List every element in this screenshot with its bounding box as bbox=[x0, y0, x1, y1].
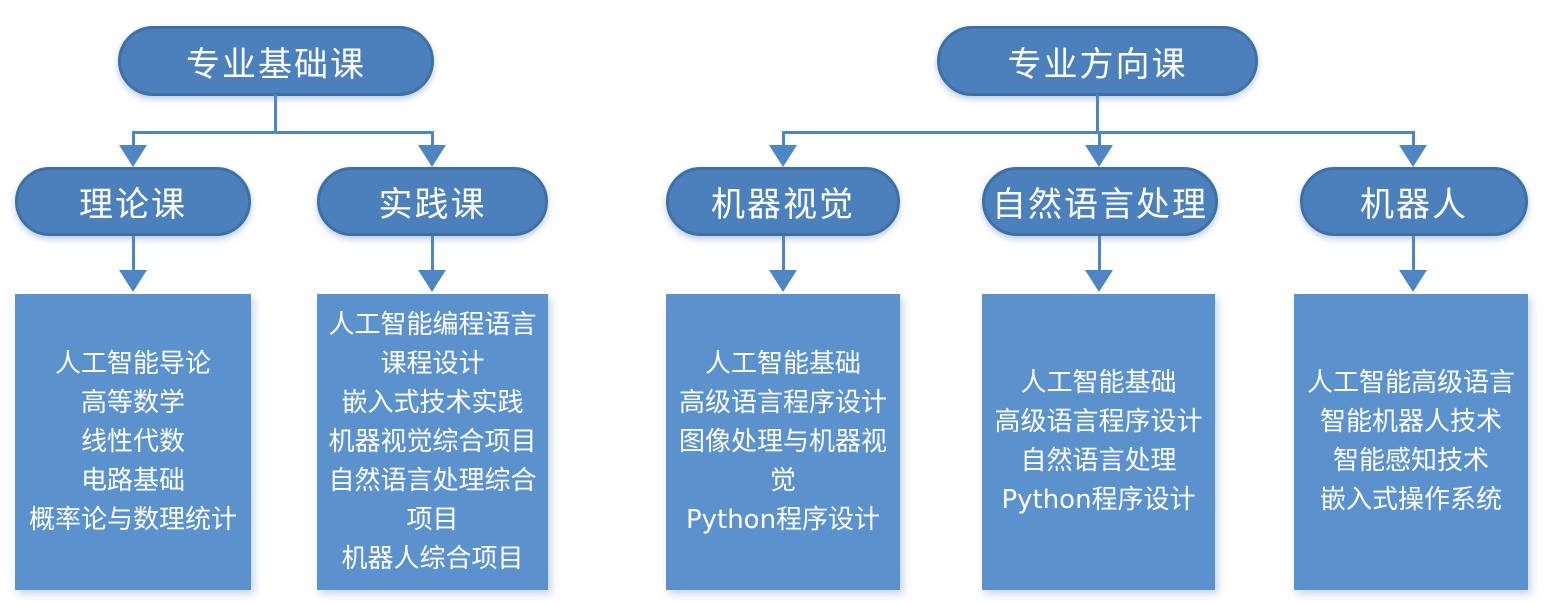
arrow-down-icon bbox=[1085, 270, 1113, 292]
course-line: 自然语言处理 bbox=[1020, 446, 1177, 476]
arrow-down-icon bbox=[418, 145, 446, 167]
course-line: 机器人综合项目 bbox=[341, 543, 524, 574]
branch-pill-machine-vision-label: 机器视觉 bbox=[711, 185, 855, 225]
arrow-down-icon bbox=[119, 270, 147, 292]
course-line: 人工智能基础 bbox=[1020, 368, 1177, 398]
course-line: 概率论与数理统计 bbox=[28, 504, 237, 535]
connector-vline bbox=[1412, 131, 1415, 148]
connector-vline bbox=[132, 131, 135, 148]
root-pill-direction-courses: 专业方向课 bbox=[937, 26, 1258, 96]
branch-pill-practice-label: 实践课 bbox=[378, 185, 487, 225]
branch-pill-machine-vision: 机器视觉 bbox=[666, 167, 900, 236]
course-line: 图像处理与机器视觉 bbox=[678, 426, 887, 496]
connector-vline bbox=[431, 236, 434, 272]
course-line: 机器视觉综合项目 bbox=[328, 426, 537, 457]
branch-pill-robot-label: 机器人 bbox=[1360, 185, 1468, 225]
course-box-theory: 人工智能导论 高等数学 线性代数 电路基础 概率论与数理统计 bbox=[15, 294, 251, 590]
course-line: Python程序设计 bbox=[685, 504, 881, 535]
course-line: 线性代数 bbox=[80, 426, 185, 457]
arrow-down-icon bbox=[769, 270, 797, 292]
arrow-down-icon bbox=[1399, 145, 1427, 167]
course-line: 人工智能基础 bbox=[704, 348, 861, 379]
course-line: 电路基础 bbox=[80, 465, 185, 496]
course-box-robot: 人工智能高级语言 智能机器人技术 智能感知技术 嵌入式操作系统 bbox=[1294, 294, 1528, 590]
course-line: 嵌入式操作系统 bbox=[1319, 485, 1502, 515]
connector-vline bbox=[1412, 236, 1415, 272]
connector-vline bbox=[1098, 236, 1101, 272]
branch-pill-nlp: 自然语言处理 bbox=[982, 167, 1218, 236]
course-line: 人工智能编程语言课程设计 bbox=[328, 309, 537, 379]
arrow-down-icon bbox=[119, 145, 147, 167]
root-pill-basic-courses: 专业基础课 bbox=[118, 26, 434, 96]
root-pill-direction-courses-label: 专业方向课 bbox=[1007, 44, 1188, 85]
course-line: 智能机器人技术 bbox=[1319, 407, 1502, 437]
connector-vline bbox=[431, 131, 434, 148]
course-line: Python程序设计 bbox=[1001, 485, 1196, 515]
course-line: 自然语言处理综合项目 bbox=[328, 465, 537, 535]
course-box-nlp: 人工智能基础 高级语言程序设计 自然语言处理 Python程序设计 bbox=[982, 294, 1215, 590]
root-pill-basic-courses-label: 专业基础课 bbox=[186, 44, 366, 85]
connector-vline bbox=[782, 131, 785, 148]
connector-vline bbox=[1096, 94, 1099, 133]
arrow-down-icon bbox=[769, 145, 797, 167]
branch-pill-nlp-label: 自然语言处理 bbox=[992, 185, 1208, 225]
course-box-machine-vision: 人工智能基础 高级语言程序设计 图像处理与机器视觉 Python程序设计 bbox=[666, 294, 900, 590]
connector-vline bbox=[274, 94, 277, 133]
arrow-down-icon bbox=[1085, 145, 1113, 167]
course-line: 高级语言程序设计 bbox=[994, 407, 1203, 437]
connector-hline bbox=[132, 131, 434, 134]
connector-vline bbox=[132, 236, 135, 272]
arrow-down-icon bbox=[418, 270, 446, 292]
branch-pill-practice: 实践课 bbox=[317, 167, 548, 236]
course-line: 人工智能高级语言 bbox=[1306, 368, 1515, 398]
course-box-practice: 人工智能编程语言课程设计 嵌入式技术实践 机器视觉综合项目 自然语言处理综合项目… bbox=[317, 294, 548, 590]
course-line: 高级语言程序设计 bbox=[678, 387, 887, 418]
branch-pill-theory: 理论课 bbox=[15, 167, 251, 236]
branch-pill-theory-label: 理论课 bbox=[79, 185, 187, 225]
arrow-down-icon bbox=[1399, 270, 1427, 292]
connector-vline bbox=[782, 236, 785, 272]
course-line: 嵌入式技术实践 bbox=[341, 387, 524, 418]
branch-pill-robot: 机器人 bbox=[1300, 167, 1528, 236]
course-line: 人工智能导论 bbox=[54, 348, 211, 379]
course-line: 智能感知技术 bbox=[1332, 446, 1489, 476]
course-line: 高等数学 bbox=[80, 387, 185, 418]
connector-vline bbox=[1098, 131, 1101, 148]
